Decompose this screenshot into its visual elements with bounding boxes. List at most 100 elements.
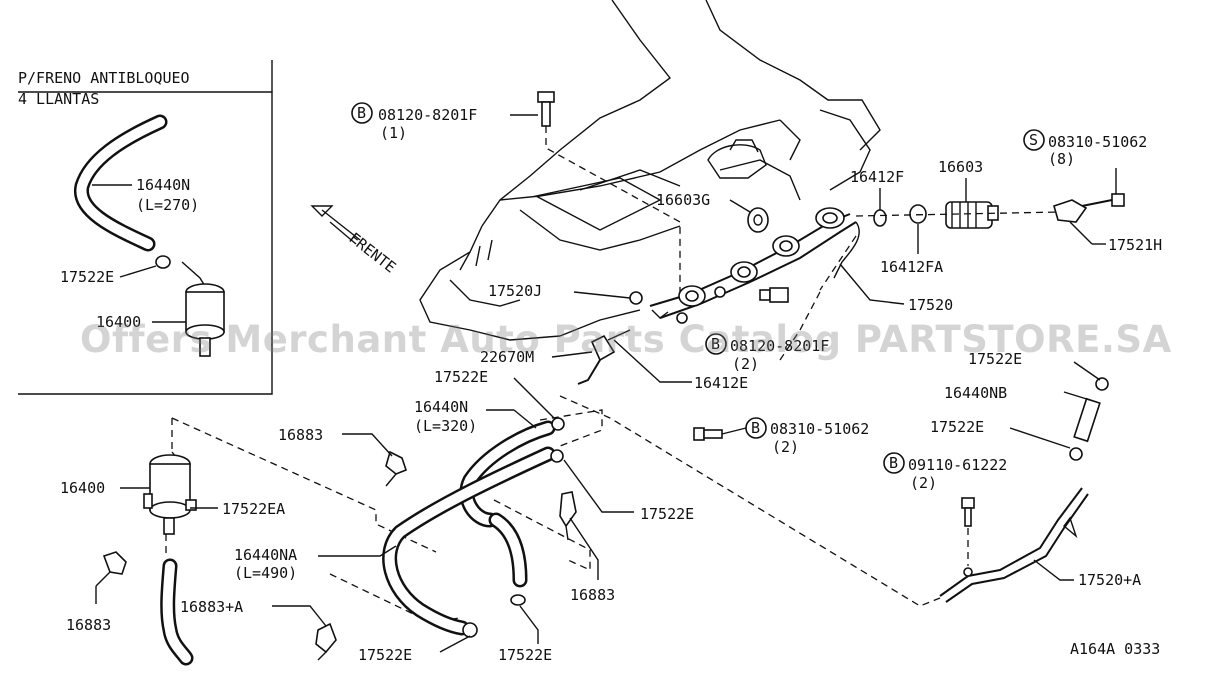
inset-hose-label: 16440N <box>136 176 190 194</box>
screw-08310-right: S 08310-51062 (8) <box>1023 129 1147 207</box>
bolt-head-top <box>537 91 555 103</box>
leader-16883-a <box>342 433 393 457</box>
inset-clamp <box>155 255 171 269</box>
label-17520J: 17520J <box>488 282 542 300</box>
label-17522E-right: 17522E <box>968 350 1022 368</box>
hose-16440N <box>459 420 556 528</box>
inset-fuel-filter <box>181 261 225 357</box>
label-16603: 16603 <box>938 158 983 176</box>
leader-17522E-c <box>439 635 471 653</box>
inset-title-line1: P/FRENO ANTIBLOQUEO <box>18 69 190 87</box>
leader-17522E-d <box>519 605 539 644</box>
inset-filter-label: 16400 <box>96 313 141 331</box>
leader-17521H <box>1069 221 1093 245</box>
hose-16440NA <box>382 446 556 636</box>
inset-clamp-label: 17522E <box>60 268 114 286</box>
screw-head-right <box>1111 193 1125 207</box>
label-08120-top: 08120-8201F <box>378 106 477 124</box>
inset-title-line2: 4 LLANTAS <box>18 90 99 108</box>
fuel-filter-16400 <box>143 451 197 535</box>
bolt-symbol-b-low-text: B <box>751 419 760 437</box>
leader-17522E-right <box>1073 361 1101 381</box>
leader-16883A <box>272 605 327 627</box>
label-17520A: 17520+A <box>1078 571 1141 589</box>
leader-16883-b <box>569 517 599 580</box>
bolt-symbol-b-mid-text: B <box>711 335 720 353</box>
bolt-symbol-b-low <box>745 417 767 439</box>
inset-hose-length: (L=270) <box>136 196 199 214</box>
inset-border <box>18 91 273 395</box>
part-22670M <box>577 329 631 385</box>
inset-hose-16440N <box>74 114 168 252</box>
dash-route-c <box>539 409 603 447</box>
label-16883A: 16883+A <box>180 598 243 616</box>
hose-short <box>488 512 528 588</box>
clamp-17522E-mid <box>550 449 564 463</box>
label-16603G: 16603G <box>656 191 710 209</box>
clamp-17522E-low2 <box>510 594 526 606</box>
label-17522E-a: 17522E <box>434 368 488 386</box>
label-08310-right: 08310-51062 <box>1048 133 1147 151</box>
leader-inset-clamp <box>119 265 157 278</box>
label-16440NB: 16440NB <box>944 384 1007 402</box>
screw-symbol-s-text: S <box>1029 131 1038 149</box>
label-08310-right-qty: (8) <box>1048 150 1075 168</box>
frente-label: FRENTE <box>346 229 400 277</box>
label-17522E-b: 17522E <box>640 505 694 523</box>
label-17522EA: 17522EA <box>222 500 285 518</box>
label-16440N-length: (L=320) <box>414 417 477 435</box>
clip-16883-b <box>559 491 577 541</box>
label-16883-b: 16883 <box>570 586 615 604</box>
label-17522E-c: 17522E <box>358 646 412 664</box>
bolt-08120-top: B 08120-8201F (1) <box>351 91 681 300</box>
hose-left-lower <box>160 558 194 666</box>
label-08120-top-qty: (1) <box>380 124 407 142</box>
leader-17520 <box>839 263 905 305</box>
pipe-17520A <box>939 487 1089 603</box>
abs-inset: P/FRENO ANTIBLOQUEO 4 LLANTAS 16440N (L=… <box>18 60 273 395</box>
label-16412F: 16412F <box>850 168 904 186</box>
dash-route-d <box>493 499 591 572</box>
label-16440N: 16440N <box>414 398 468 416</box>
part-16603G-oring <box>747 207 769 233</box>
label-16440NA: 16440NA <box>234 546 297 564</box>
bolt-symbol-b-mid <box>705 333 727 355</box>
leader-17520J <box>573 291 631 299</box>
clamp-17522E-low <box>462 622 478 638</box>
clamp-17522E-top <box>551 417 565 431</box>
label-08310-low-qty: (2) <box>772 438 799 456</box>
figure-code: A164A 0333 <box>1070 640 1160 658</box>
oring-16412FA <box>909 204 927 224</box>
bolt-08120-mid: B 08120-8201F (2) <box>705 235 857 373</box>
bolt-shank-top <box>541 101 551 127</box>
label-16400: 16400 <box>60 479 105 497</box>
label-16440NA-length: (L=490) <box>234 564 297 582</box>
clip-16883-c <box>95 551 127 587</box>
frente-arrow: FRENTE <box>310 205 400 277</box>
leader-16440NB <box>1063 391 1091 401</box>
dash-route-b <box>171 417 437 553</box>
label-16883-a: 16883 <box>278 426 323 444</box>
label-08310-low: 08310-51062 <box>770 420 869 438</box>
engine-outline <box>419 0 881 341</box>
label-16412E: 16412E <box>694 374 748 392</box>
leader-16440NA <box>318 545 397 557</box>
screw-symbol-s <box>1023 129 1045 151</box>
label-17520: 17520 <box>908 296 953 314</box>
leader-16603G <box>729 199 751 213</box>
bolt-symbol-b-top-text: B <box>357 104 366 122</box>
dash-route-a <box>559 395 941 607</box>
bracket-17521H <box>1053 199 1088 223</box>
label-08120-mid: 08120-8201F <box>730 337 829 355</box>
right-hose-16440NB <box>1069 377 1109 461</box>
fuel-rail-assembly <box>629 207 860 324</box>
label-17522E-right2: 17522E <box>930 418 984 436</box>
label-09110-qty: (2) <box>910 474 937 492</box>
injector-16603 <box>855 199 1088 229</box>
part-17520J-cap <box>629 291 643 305</box>
bolt-symbol-b-top <box>351 102 373 124</box>
leader-16440N <box>513 409 537 429</box>
label-22670M: 22670M <box>480 348 534 366</box>
